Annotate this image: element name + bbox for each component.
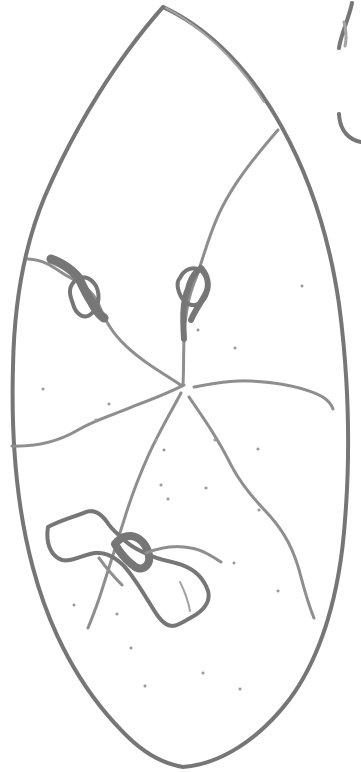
scattered-specks — [42, 285, 304, 691]
upper-right-partial-outline — [339, 3, 361, 142]
central-radiating-filaments — [12, 130, 333, 628]
looped-bottom-left-filament — [47, 511, 221, 626]
